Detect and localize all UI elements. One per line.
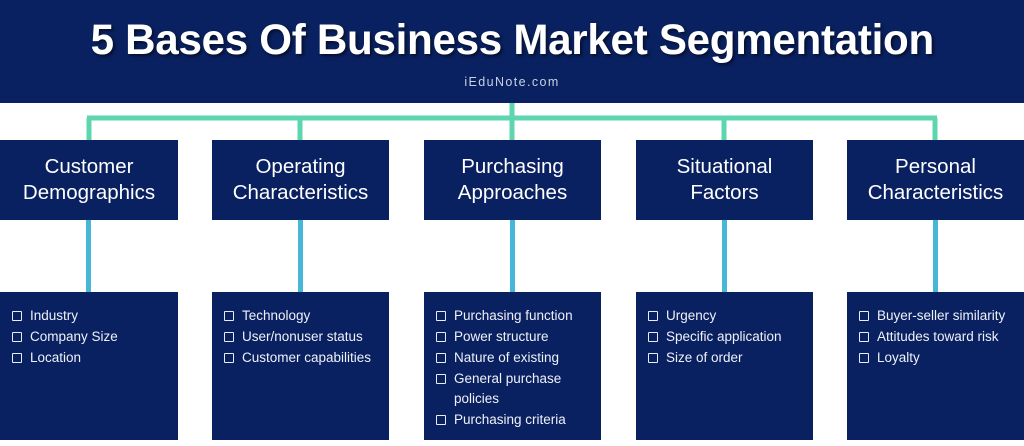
checkbox-square-icon xyxy=(436,353,446,364)
detail-box-operating-characteristics: Technology User/nonuser status Customer … xyxy=(212,292,389,440)
list-item: Technology xyxy=(220,306,383,325)
detail-box-purchasing-approaches: Purchasing function Power structure Natu… xyxy=(424,292,601,440)
checkbox-square-icon xyxy=(224,332,234,343)
checkbox-square-icon xyxy=(224,311,234,321)
list-item-label: Technology xyxy=(242,308,311,323)
list-item-label: Buyer-seller similarity xyxy=(877,308,1006,323)
list-item: Company Size xyxy=(8,327,172,346)
checkbox-square-icon xyxy=(859,311,869,321)
category-title-2: Operating Characteristics xyxy=(232,154,369,204)
list-item-label: Purchasing function xyxy=(454,308,573,323)
checkbox-square-icon xyxy=(859,353,869,364)
vertical-connector-1 xyxy=(86,220,91,292)
detail-list-5: Buyer-seller similarity Attitudes toward… xyxy=(855,306,1018,367)
list-item: Customer capabilities xyxy=(220,348,383,367)
category-box-purchasing-approaches[interactable]: Purchasing Approaches xyxy=(424,140,601,220)
checkbox-square-icon xyxy=(648,332,658,343)
vertical-connector-3 xyxy=(510,220,515,292)
checkbox-square-icon xyxy=(436,414,446,425)
list-item-label: Company Size xyxy=(30,329,118,345)
vertical-connector-4 xyxy=(722,220,727,292)
list-item-label: Location xyxy=(30,350,82,366)
list-item-label: Nature of existing xyxy=(454,350,560,366)
list-item: Urgency xyxy=(644,306,807,325)
checkbox-square-icon xyxy=(436,374,446,385)
category-box-situational-factors[interactable]: Situational Factors xyxy=(636,140,813,220)
list-item-label: Power structure xyxy=(454,329,549,345)
list-item: User/nonuser status xyxy=(220,327,383,346)
list-item: Power structure xyxy=(432,327,595,346)
category-box-personal-characteristics[interactable]: Personal Characteristics xyxy=(847,140,1024,220)
list-item: Specific application xyxy=(644,327,807,346)
list-item-label: Purchasing criteria xyxy=(454,411,566,427)
checkbox-square-icon xyxy=(648,311,658,321)
list-item: Attitudes toward risk xyxy=(855,327,1018,346)
list-item: Purchasing function xyxy=(432,306,595,325)
vertical-connector-2 xyxy=(298,220,303,292)
category-row: Customer Demographics Operating Characte… xyxy=(0,140,1024,220)
list-item: Loyalty xyxy=(855,348,1018,367)
list-item: Purchasing criteria xyxy=(432,410,595,429)
detail-list-2: Technology User/nonuser status Customer … xyxy=(220,306,383,367)
list-item-label: Specific application xyxy=(666,329,782,345)
category-title-3: Purchasing Approaches xyxy=(457,154,568,204)
list-item-label: Industry xyxy=(30,308,79,323)
category-title-1: Customer Demographics xyxy=(22,154,156,204)
list-item-label: General purchase policies xyxy=(454,371,562,406)
checkbox-square-icon xyxy=(12,353,22,364)
category-box-operating-characteristics[interactable]: Operating Characteristics xyxy=(212,140,389,220)
list-item-label: Loyalty xyxy=(877,350,920,366)
list-item: Nature of existing xyxy=(432,348,595,367)
category-title-5: Personal Characteristics xyxy=(867,154,1004,204)
checkbox-square-icon xyxy=(12,332,22,343)
detail-row: Industry Company Size Location Technolog… xyxy=(0,292,1024,440)
header-banner: 5 Bases Of Business Market Segmentation … xyxy=(0,0,1024,103)
vertical-connector-5 xyxy=(933,220,938,292)
connector-bus xyxy=(86,103,938,145)
checkbox-square-icon xyxy=(224,353,234,364)
page-title: 5 Bases Of Business Market Segmentation xyxy=(90,15,934,64)
checkbox-square-icon xyxy=(12,311,22,321)
site-credit: iEduNote.com xyxy=(464,74,560,89)
detail-box-personal-characteristics: Buyer-seller similarity Attitudes toward… xyxy=(847,292,1024,440)
list-item: Location xyxy=(8,348,172,367)
detail-list-3: Purchasing function Power structure Natu… xyxy=(432,306,595,429)
list-item: Industry xyxy=(8,306,172,325)
checkbox-square-icon xyxy=(436,311,446,321)
checkbox-square-icon xyxy=(648,353,658,364)
list-item-label: Attitudes toward risk xyxy=(877,329,999,345)
category-box-customer-demographics[interactable]: Customer Demographics xyxy=(0,140,178,220)
category-title-4: Situational Factors xyxy=(676,154,773,204)
list-item-label: Urgency xyxy=(666,308,717,323)
list-item-label: User/nonuser status xyxy=(242,329,363,345)
list-item: Buyer-seller similarity xyxy=(855,306,1018,325)
checkbox-square-icon xyxy=(436,332,446,343)
list-item-label: Size of order xyxy=(666,350,743,366)
detail-box-customer-demographics: Industry Company Size Location xyxy=(0,292,178,440)
checkbox-square-icon xyxy=(859,332,869,343)
detail-box-situational-factors: Urgency Specific application Size of ord… xyxy=(636,292,813,440)
detail-list-4: Urgency Specific application Size of ord… xyxy=(644,306,807,367)
list-item: General purchase policies xyxy=(432,369,595,407)
list-item-label: Customer capabilities xyxy=(242,350,372,366)
list-item: Size of order xyxy=(644,348,807,367)
detail-list-1: Industry Company Size Location xyxy=(8,306,172,367)
